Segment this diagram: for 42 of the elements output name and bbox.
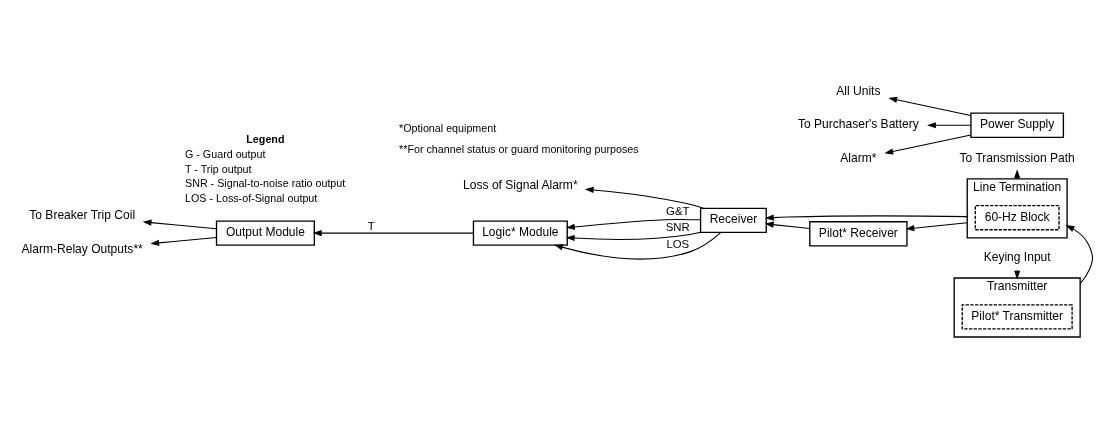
arrow: [312, 230, 474, 237]
node-box: Pilot* Transmitter: [961, 304, 1073, 330]
label: **For channel status or guard monitoring purposes: [399, 142, 639, 155]
node-text: To Purchaser's Battery: [797, 117, 919, 132]
legend-label: SNR - Signal-to-noise ratio output: [185, 177, 346, 190]
node-box: Pilot* Receiver: [809, 221, 908, 247]
arrow: [905, 222, 968, 232]
label: Legend: [246, 132, 285, 145]
arrow: [1014, 269, 1021, 280]
node-text: To Transmission Path: [959, 150, 1075, 165]
legend-label: T - Trip output: [185, 162, 252, 175]
arrow: [764, 221, 811, 230]
node-text: Keying Input: [983, 249, 1051, 264]
node-text: All Units: [836, 83, 881, 98]
arrow: [142, 219, 217, 230]
arrow: [1065, 225, 1094, 285]
arrow: [553, 232, 722, 260]
edge-label: T: [367, 219, 375, 232]
arrow: [764, 214, 968, 221]
arrow: [565, 218, 701, 231]
legend-label: G - Guard output: [185, 147, 266, 160]
legend-label: LOS - Loss-of-Signal output: [185, 192, 318, 205]
arrow: [888, 96, 972, 117]
node-box: Power Supply: [970, 112, 1065, 138]
node-box: Receiver: [699, 207, 767, 234]
node-text: Loss of Signal Alarm*: [463, 178, 578, 193]
edge-label: LOS: [666, 238, 690, 251]
arrow: [1014, 169, 1021, 180]
edge-label: G&T: [666, 205, 690, 218]
arrow: [884, 134, 972, 155]
edge-label: SNR: [665, 220, 690, 233]
label: *Optional equipment: [399, 122, 497, 135]
node-box: Logic* Module: [472, 220, 568, 246]
node-box: Output Module: [215, 220, 315, 246]
arrow: [927, 122, 972, 129]
node-text: To Breaker Trip Coil: [29, 208, 136, 223]
node-box: 60-Hz Block: [974, 204, 1060, 231]
node-text: Alarm-Relay Outputs**: [21, 241, 143, 256]
arrow: [584, 186, 705, 209]
arrow: [150, 237, 217, 246]
arrow: [565, 231, 701, 242]
node-text: Alarm*: [840, 150, 877, 165]
